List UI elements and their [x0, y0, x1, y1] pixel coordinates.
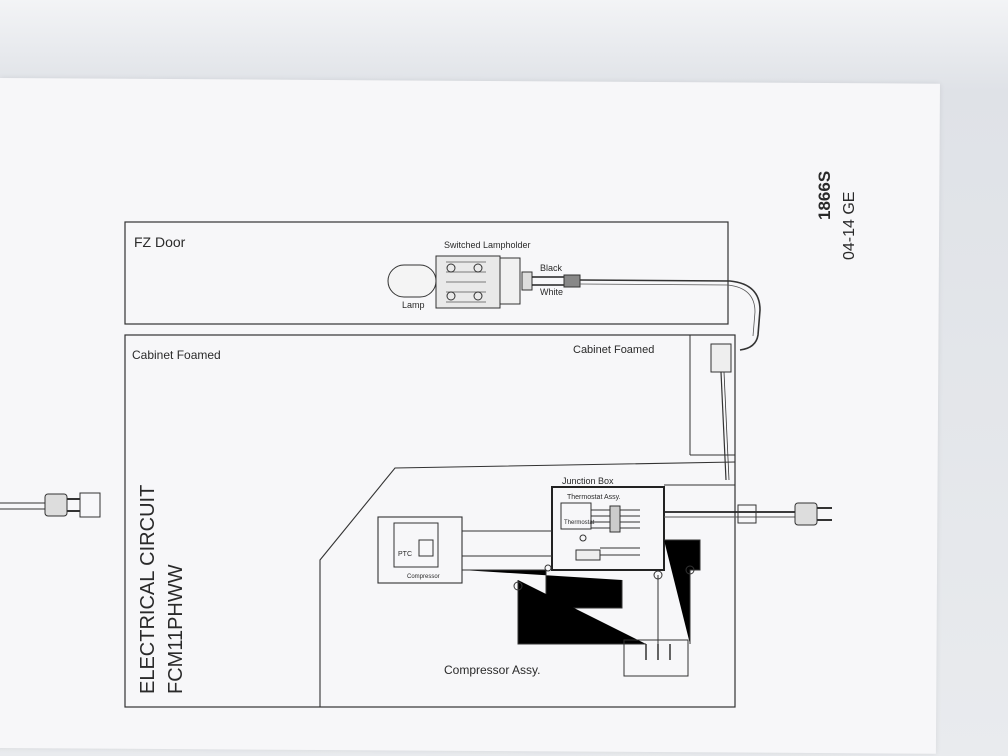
cabinet-outline	[125, 335, 736, 670]
compressor-assy-label: Compressor Assy.	[444, 663, 540, 677]
cabinet-box	[124, 334, 736, 708]
document-revision: 04-14 GE	[841, 192, 858, 260]
title-line-2: FCM11PHWW	[165, 564, 187, 694]
left-plug	[44, 493, 68, 517]
lamp-bulb	[387, 264, 437, 298]
lamp-label: Lamp	[402, 300, 425, 310]
junction-box-label: Junction Box	[562, 476, 614, 486]
compressor-box	[377, 516, 463, 584]
wire-black-label: Black	[540, 263, 563, 273]
fz-door-box	[124, 221, 729, 325]
cabinet-foamed-left-label: Cabinet Foamed	[132, 348, 221, 362]
compressor-label: Compressor	[407, 574, 440, 580]
compressor-assy-region	[319, 461, 736, 707]
wire-4	[517, 580, 646, 645]
lampholder-label: Switched Lampholder	[444, 240, 531, 250]
title-line-1: ELECTRICAL CIRCUIT	[137, 485, 159, 694]
left-cord	[0, 502, 45, 510]
plug	[794, 502, 818, 526]
wire-6	[664, 539, 701, 644]
junction-box	[551, 486, 665, 571]
wire-white-label: White	[540, 287, 563, 297]
terminal-block	[623, 639, 689, 677]
thermostat-label: Thermostat	[564, 520, 595, 526]
door-harness	[579, 279, 761, 351]
document-code: 1866S	[815, 171, 834, 220]
document-code-block: 1866S 04-14 GE	[812, 148, 872, 268]
cabinet-foamed-right-label: Cabinet Foamed	[573, 344, 654, 356]
ptc-label: PTC	[398, 551, 412, 558]
hinge-connector	[710, 343, 732, 373]
fz-door-label: FZ Door	[134, 234, 186, 250]
thermostat-assy-label: Thermostat Assy.	[567, 494, 621, 501]
